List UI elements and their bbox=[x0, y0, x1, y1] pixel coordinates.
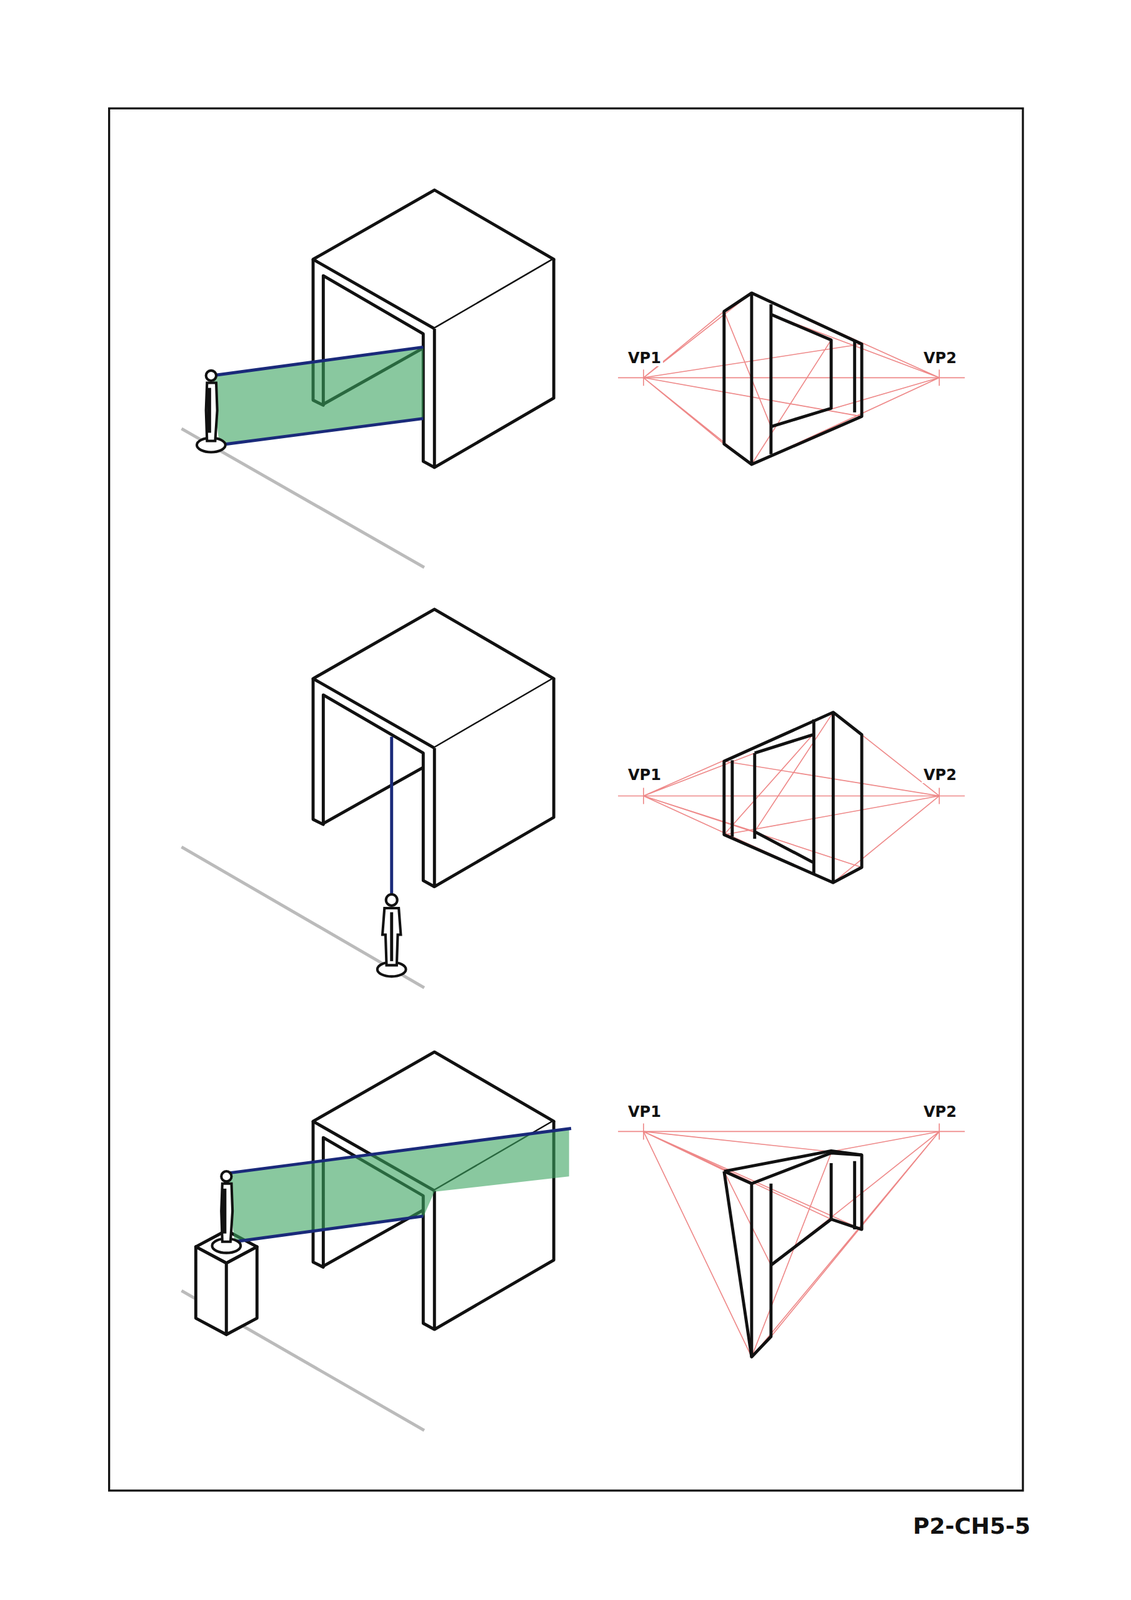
page-number: P2-CH5-5 bbox=[911, 1513, 1033, 1539]
vanishing-point-label: VP1 bbox=[626, 349, 663, 367]
vanishing-point-label: VP2 bbox=[921, 349, 959, 367]
vanishing-point-label: VP1 bbox=[626, 1103, 663, 1120]
vanishing-point-label: VP1 bbox=[626, 766, 663, 783]
vanishing-point-label: VP2 bbox=[921, 766, 959, 783]
vanishing-point-label: VP2 bbox=[921, 1103, 959, 1120]
